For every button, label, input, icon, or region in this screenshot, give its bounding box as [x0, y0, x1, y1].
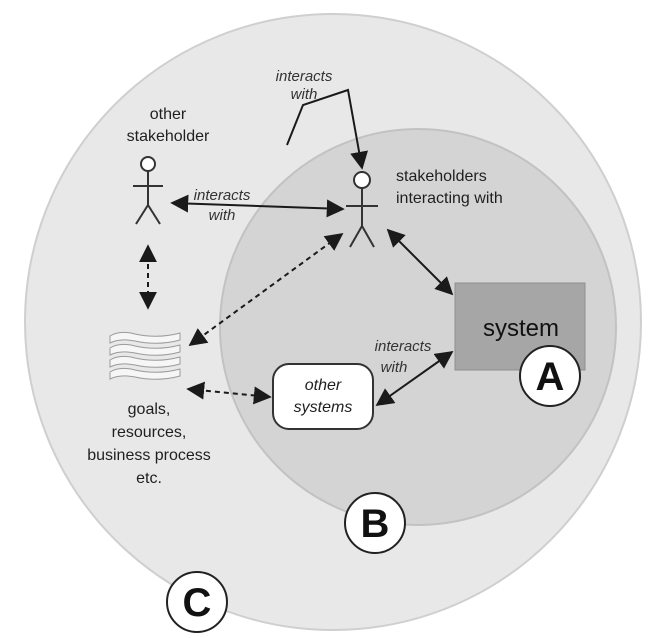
other-systems-box — [272, 363, 374, 430]
stick-figure-icon — [346, 171, 378, 248]
stakeholders-interacting-label-line2: interacting with — [396, 190, 503, 207]
other-systems-label-line2: systems — [294, 399, 353, 416]
interacts-with-lower-line1: interacts — [375, 338, 432, 355]
svg-text:A: A — [536, 355, 565, 399]
goals-stakeholders-dashed-arrow — [188, 232, 344, 347]
goals-label-line1: goals, — [128, 401, 171, 418]
self-interaction-loop — [286, 88, 368, 170]
stick-figure-icon — [133, 156, 163, 225]
document-stack-icon — [109, 331, 181, 380]
goals-label-line4: etc. — [136, 470, 162, 487]
interacts-with-lower-line2: with — [381, 359, 408, 376]
interacts-with-mid-line2: with — [209, 207, 236, 224]
svg-text:C: C — [183, 581, 212, 625]
interacts-with-top-line1: interacts — [276, 68, 333, 85]
interacts-with-top-line2: with — [291, 86, 318, 103]
goals-label-line3: business process — [87, 447, 211, 464]
stakeholders-interacting-label-line1: stakeholders — [396, 168, 487, 185]
region-b-badge: B — [344, 492, 406, 554]
goals-label-line2: resources, — [112, 424, 187, 441]
region-a-badge: A — [519, 345, 581, 407]
region-c-badge: C — [166, 571, 228, 633]
systems-system-arrow — [375, 350, 454, 407]
stakeholder-interaction-arrow — [170, 194, 345, 218]
system-label: system — [483, 315, 559, 342]
other-stakeholder-label-line1: other — [150, 106, 187, 123]
goals-systems-dashed-arrow — [186, 381, 272, 405]
svg-text:B: B — [361, 502, 390, 546]
other-stakeholder-label-line2: stakeholder — [127, 128, 210, 145]
interacts-with-mid-line1: interacts — [194, 187, 251, 204]
other-systems-label-line1: other — [305, 377, 342, 394]
stakeholder-system-arrow — [386, 228, 454, 296]
